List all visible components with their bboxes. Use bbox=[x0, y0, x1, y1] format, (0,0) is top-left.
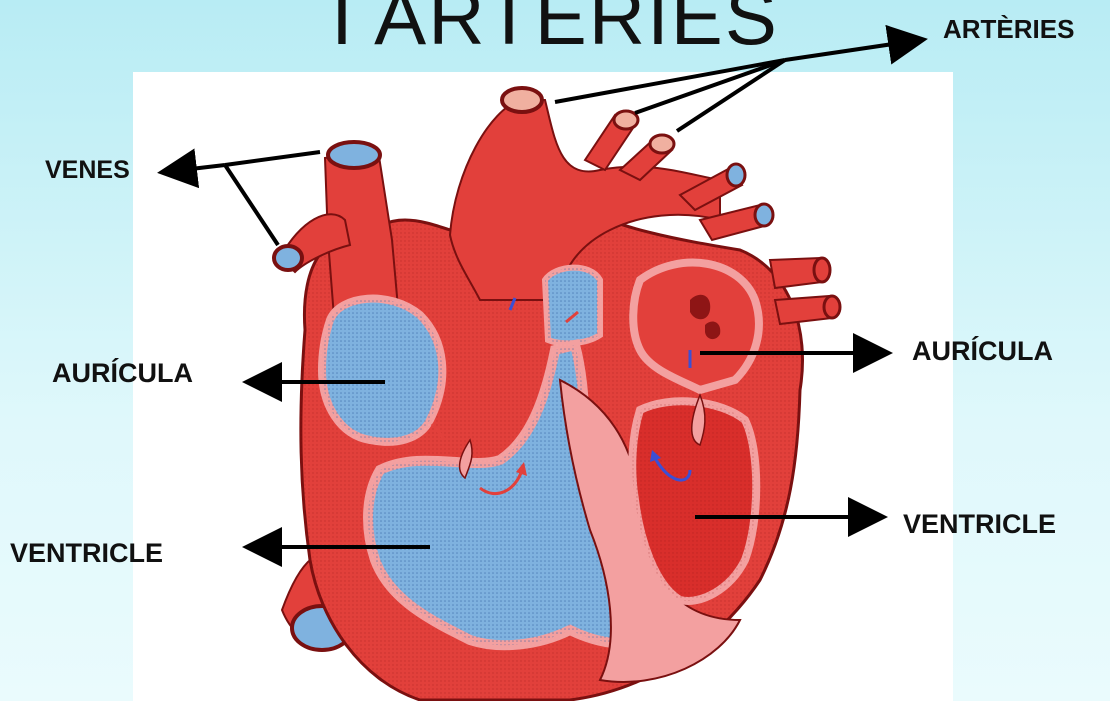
arteries-label: ARTÈRIES bbox=[943, 14, 1074, 45]
vena-cava-opening bbox=[328, 142, 380, 168]
atrium-label-left: AURÍCULA bbox=[52, 358, 193, 389]
atrium-label-right: AURÍCULA bbox=[912, 336, 1053, 367]
ventricle-label-right: VENTRICLE bbox=[903, 509, 1056, 540]
ventricle-label-left: VENTRICLE bbox=[10, 538, 163, 569]
veins-label: VENES bbox=[45, 156, 130, 185]
